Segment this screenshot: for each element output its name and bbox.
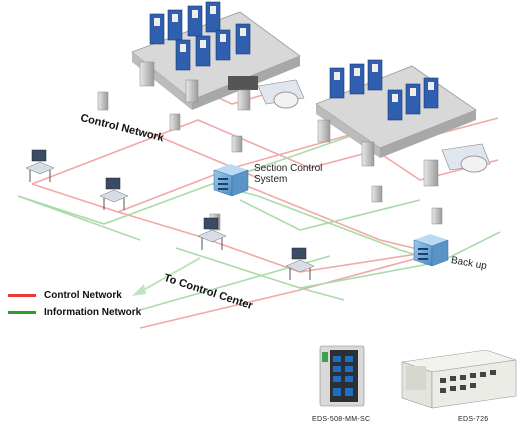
workstation: [99, 177, 129, 210]
printing-press-1: [131, 1, 305, 111]
eds-508-caption: EDS-508-MM-SC: [312, 416, 371, 423]
legend-swatch-red: [8, 294, 36, 297]
legend-label: Control Network: [44, 290, 122, 301]
legend-item-control-network: Control Network: [8, 290, 122, 301]
workstation: [197, 217, 227, 250]
section-control-line1: Section Control: [254, 163, 323, 174]
workstation: [25, 149, 55, 182]
legend-label: Information Network: [44, 307, 142, 318]
workstation: [285, 247, 315, 280]
eds-726-caption: EDS-726: [458, 416, 489, 423]
section-control-line2: System: [254, 174, 288, 185]
backup-box: [413, 234, 449, 267]
section-control-label: Section Control System: [254, 163, 322, 185]
information-network-lines: [17, 111, 501, 311]
to-control-center-arrow: [132, 257, 201, 296]
legend-item-information-network: Information Network: [8, 307, 141, 318]
section-control-box: [213, 164, 249, 197]
legend-swatch-green: [8, 311, 36, 314]
printing-press-2: [315, 59, 491, 187]
eds-726-switch: [401, 349, 517, 409]
eds-508-switch: [319, 345, 365, 407]
